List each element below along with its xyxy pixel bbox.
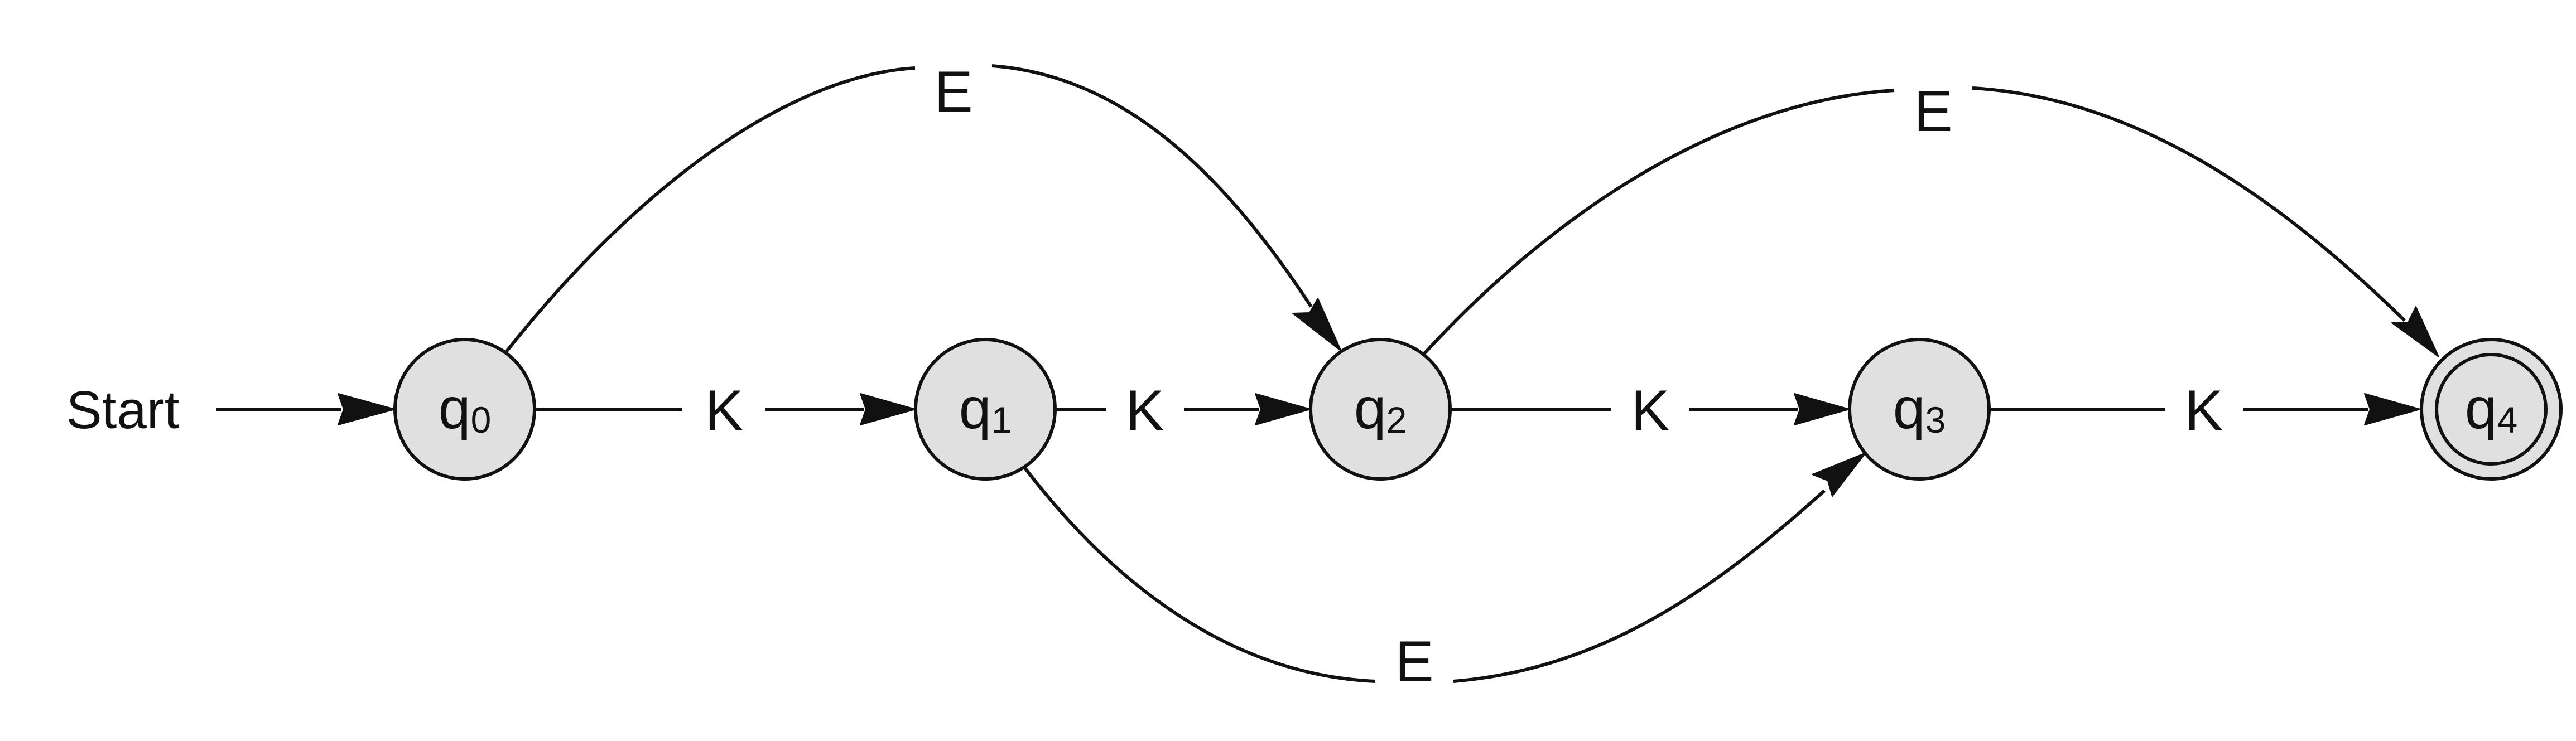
edge-label-q0-q1: K xyxy=(705,379,743,443)
state-q0: q0 xyxy=(393,338,536,481)
edge-label-q1-q3: E xyxy=(1395,629,1433,694)
state-q2: q2 xyxy=(1309,338,1452,481)
accepting-ring xyxy=(2435,353,2548,466)
state-q0-subscript: 0 xyxy=(471,399,492,440)
svg-text:q2: q2 xyxy=(1354,376,1407,441)
state-q3-name: q xyxy=(1893,376,1925,441)
state-q0-name: q xyxy=(439,376,471,441)
state-q3: q3 xyxy=(1848,338,1991,481)
svg-text:q0: q0 xyxy=(439,376,492,441)
edge-q0-q2 xyxy=(505,64,1342,352)
edge-label-q2-q3: K xyxy=(1631,379,1669,443)
edge-label-q2-q4: E xyxy=(1914,79,1952,144)
edge-q0-q1 xyxy=(535,393,916,425)
state-q4-subscript: 4 xyxy=(2497,399,2518,440)
state-q1-subscript: 1 xyxy=(991,399,1012,440)
edge-label-q0-q2: E xyxy=(934,60,972,124)
state-q1-name: q xyxy=(959,376,991,441)
state-q1: q1 xyxy=(914,338,1057,481)
state-q2-name: q xyxy=(1354,376,1386,441)
edge-q1-q2 xyxy=(1056,393,1311,425)
start-label: Start xyxy=(66,380,180,440)
state-q3-subscript: 3 xyxy=(1925,399,1946,440)
svg-text:q4: q4 xyxy=(2465,376,2518,441)
state-q4: q4 xyxy=(2420,338,2563,481)
edge-q1-q3 xyxy=(1023,452,1866,683)
edge-label-q1-q2: K xyxy=(1125,379,1164,443)
edge-label-q3-q4: K xyxy=(2184,379,2223,443)
start-arrow xyxy=(216,393,396,425)
edge-q3-q4 xyxy=(1989,393,2421,425)
edge-q2-q4 xyxy=(1422,86,2439,357)
state-q4-name: q xyxy=(2465,376,2497,441)
svg-text:q1: q1 xyxy=(959,376,1012,441)
state-q2-subscript: 2 xyxy=(1386,399,1407,440)
svg-text:q3: q3 xyxy=(1893,376,1946,441)
edge-q2-q3 xyxy=(1450,393,1850,425)
